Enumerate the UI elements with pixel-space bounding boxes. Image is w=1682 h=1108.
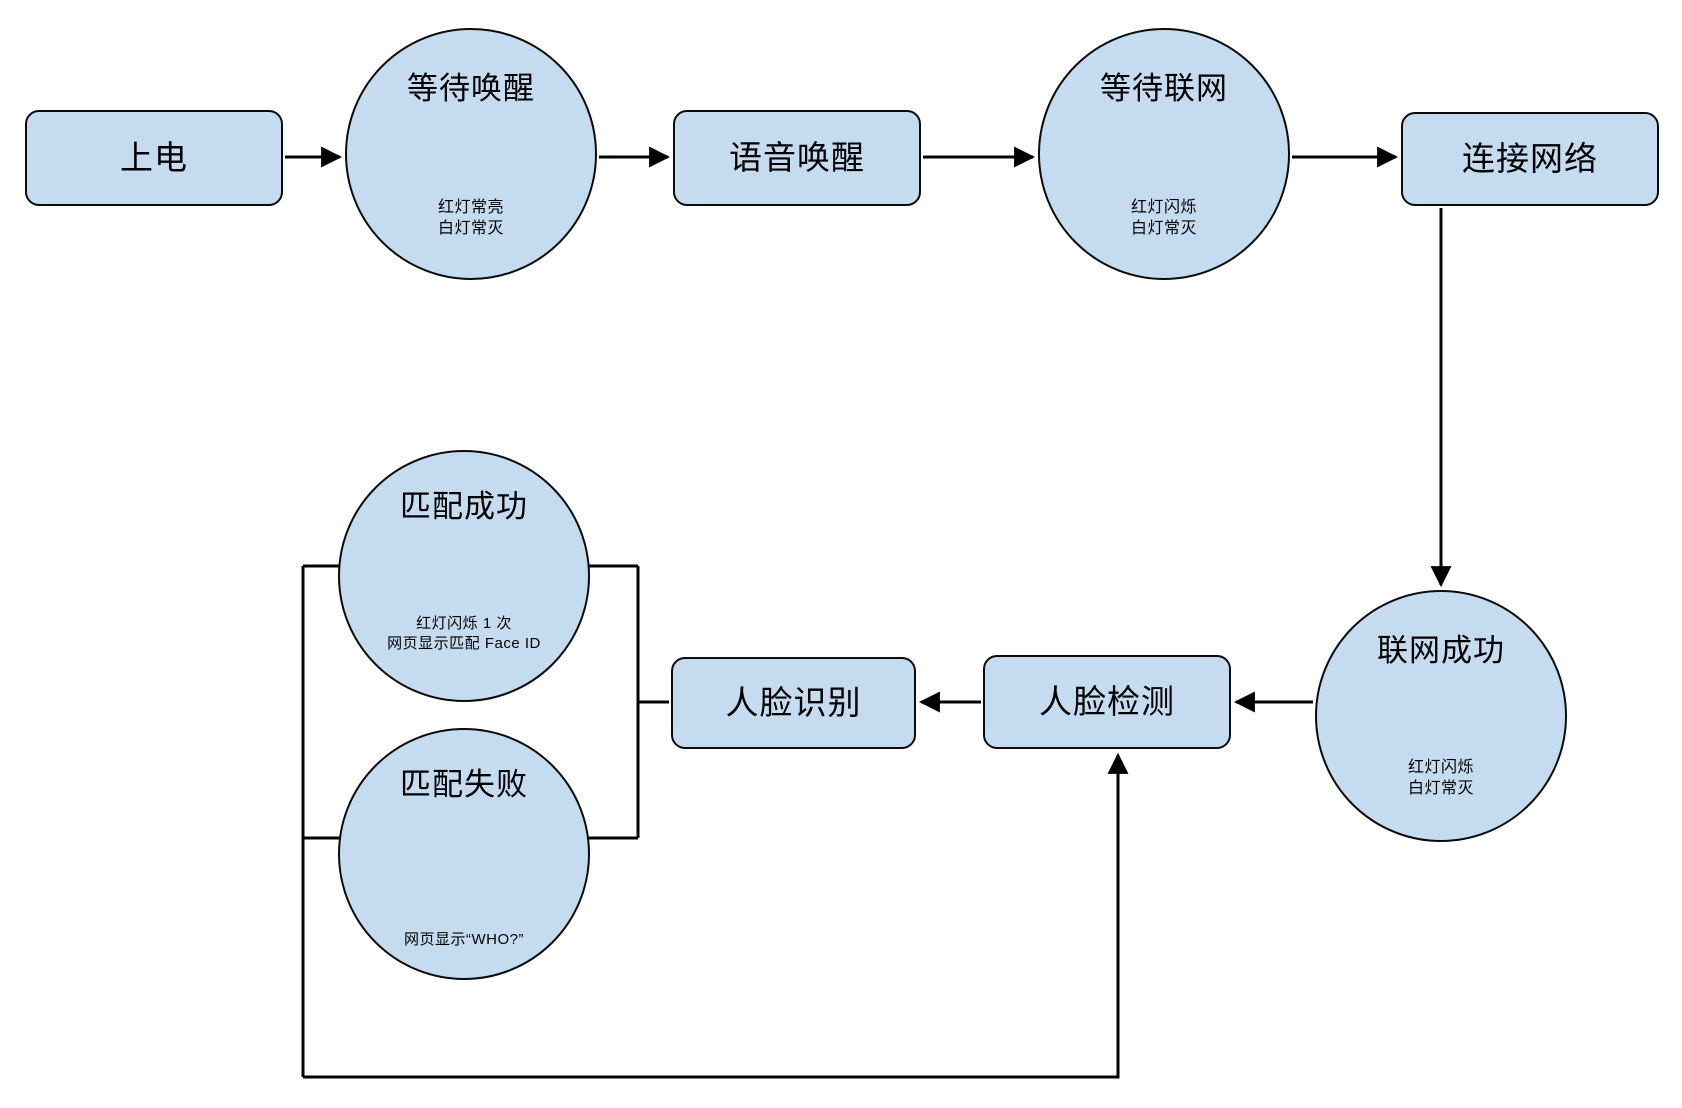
node-face-detection-title: 人脸检测 (1039, 682, 1175, 720)
node-connect-network-title: 连接网络 (1462, 139, 1598, 177)
node-match-failure[interactable]: 匹配失败 网页显示“WHO?” (338, 728, 590, 980)
node-power-on[interactable]: 上电 (25, 110, 283, 206)
node-network-success[interactable]: 联网成功 红灯闪烁 白灯常灭 (1315, 590, 1567, 842)
node-wait-network-subtext: 红灯闪烁 白灯常灭 (1130, 198, 1197, 238)
node-face-recognition[interactable]: 人脸识别 (671, 657, 916, 749)
node-match-success-subtext: 红灯闪烁 1 次 网页显示匹配 Face ID (387, 614, 541, 652)
node-face-detection[interactable]: 人脸检测 (983, 655, 1231, 749)
edge-face-recognize-branch (303, 564, 669, 840)
node-wait-network-title: 等待联网 (1100, 71, 1228, 106)
node-match-success-title: 匹配成功 (400, 489, 528, 524)
node-power-on-title: 上电 (120, 138, 188, 176)
node-connect-network[interactable]: 连接网络 (1401, 112, 1659, 206)
node-voice-wake-title: 语音唤醒 (729, 138, 865, 176)
node-wait-network[interactable]: 等待联网 红灯闪烁 白灯常灭 (1038, 28, 1290, 280)
node-wait-wake-subtext: 红灯常亮 白灯常灭 (437, 198, 504, 238)
node-wait-wake[interactable]: 等待唤醒 红灯常亮 白灯常灭 (345, 28, 597, 280)
edge-match-fail-to-face-detect (303, 752, 1129, 1079)
node-match-failure-subtext: 网页显示“WHO?” (404, 930, 524, 948)
node-match-success[interactable]: 匹配成功 红灯闪烁 1 次 网页显示匹配 Face ID (338, 450, 590, 702)
node-voice-wake[interactable]: 语音唤醒 (673, 110, 921, 206)
node-wait-wake-title: 等待唤醒 (407, 71, 535, 106)
node-network-success-title: 联网成功 (1377, 633, 1505, 668)
node-face-recognition-title: 人脸识别 (725, 683, 862, 721)
node-network-success-subtext: 红灯闪烁 白灯常灭 (1407, 758, 1474, 798)
node-match-failure-title: 匹配失败 (400, 767, 528, 802)
